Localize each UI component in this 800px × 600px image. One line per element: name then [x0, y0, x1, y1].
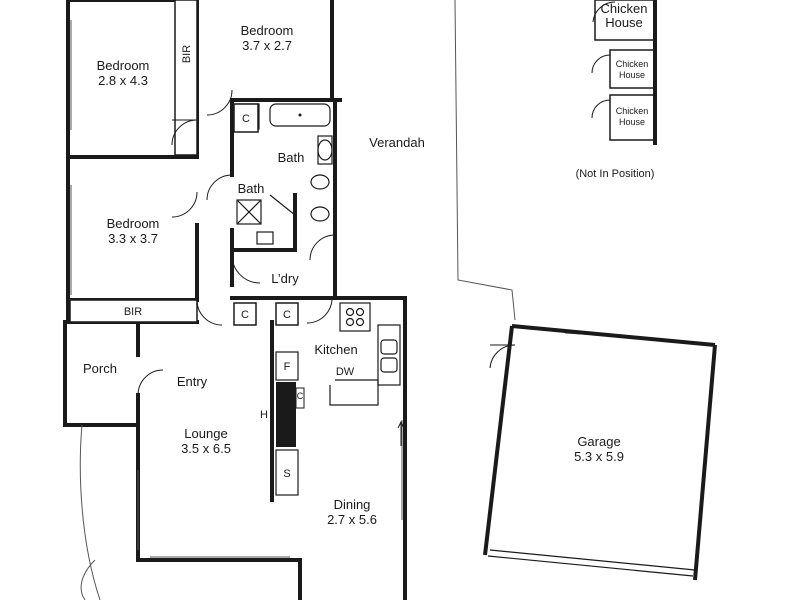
garage-name: Garage: [577, 434, 620, 449]
garage-walls: [483, 324, 717, 581]
bath-fixtures: [236, 103, 333, 250]
cupboard-laundry-1: C: [241, 309, 249, 321]
bedroom1-dims: 2.8 x 4.3: [98, 73, 148, 88]
doors: [137, 1, 616, 396]
bedroom3-dims: 3.3 x 3.7: [108, 231, 158, 246]
chicken-house-small2-line1: Chicken: [616, 106, 649, 116]
heater-label: H: [260, 409, 268, 421]
cupboard-laundry-2: C: [283, 309, 291, 321]
chicken-house-note: (Not In Position): [576, 168, 655, 180]
bir-label-bottom: BIR: [124, 306, 142, 318]
fridge-label: F: [284, 361, 291, 373]
chicken-house-small1-line2: House: [619, 70, 645, 80]
bir-label-top: BIR: [181, 45, 193, 63]
verandah-name: Verandah: [369, 135, 425, 150]
dishwasher-label: DW: [336, 366, 355, 378]
garage-door: [487, 549, 696, 577]
storage-label: S: [283, 468, 290, 480]
room-labels: Bedroom 2.8 x 4.3 Bedroom 3.7 x 2.7 Bedr…: [83, 23, 624, 527]
laundry-name: L’dry: [271, 271, 299, 286]
cupboards: [233, 103, 299, 326]
bedroom2-dims: 3.7 x 2.7: [242, 38, 292, 53]
entry-name: Entry: [177, 374, 208, 389]
bath-small-name: Bath: [238, 181, 265, 196]
tub-drain-icon: [298, 113, 302, 117]
small-cupboard-label: C: [297, 391, 304, 401]
chicken-house-small1-line1: Chicken: [616, 59, 649, 69]
chicken-house-small2-line2: House: [619, 117, 645, 127]
chicken-doors: [591, 54, 611, 119]
arrow-up-icon: [397, 420, 405, 446]
lounge-dims: 3.5 x 6.5: [181, 441, 231, 456]
dining-dims: 2.7 x 5.6: [327, 512, 377, 527]
cupboard-bath: C: [242, 113, 250, 125]
chicken-house-large-line1: Chicken: [601, 1, 648, 16]
fireplace-inset: [295, 387, 305, 409]
bedroom1-name: Bedroom: [97, 58, 150, 73]
kitchen-name: Kitchen: [314, 342, 357, 357]
garage-dims: 5.3 x 5.9: [574, 449, 624, 464]
bedroom3-name: Bedroom: [107, 216, 160, 231]
bir-strips: [69, 0, 198, 323]
bath-main-name: Bath: [278, 150, 305, 165]
lounge-name: Lounge: [184, 426, 227, 441]
chicken-house-large-line2: House: [605, 15, 643, 30]
bedroom2-name: Bedroom: [241, 23, 294, 38]
kitchen-fixtures: [275, 302, 401, 496]
dining-name: Dining: [334, 497, 371, 512]
fireplace: [276, 382, 296, 447]
porch-name: Porch: [83, 361, 117, 376]
